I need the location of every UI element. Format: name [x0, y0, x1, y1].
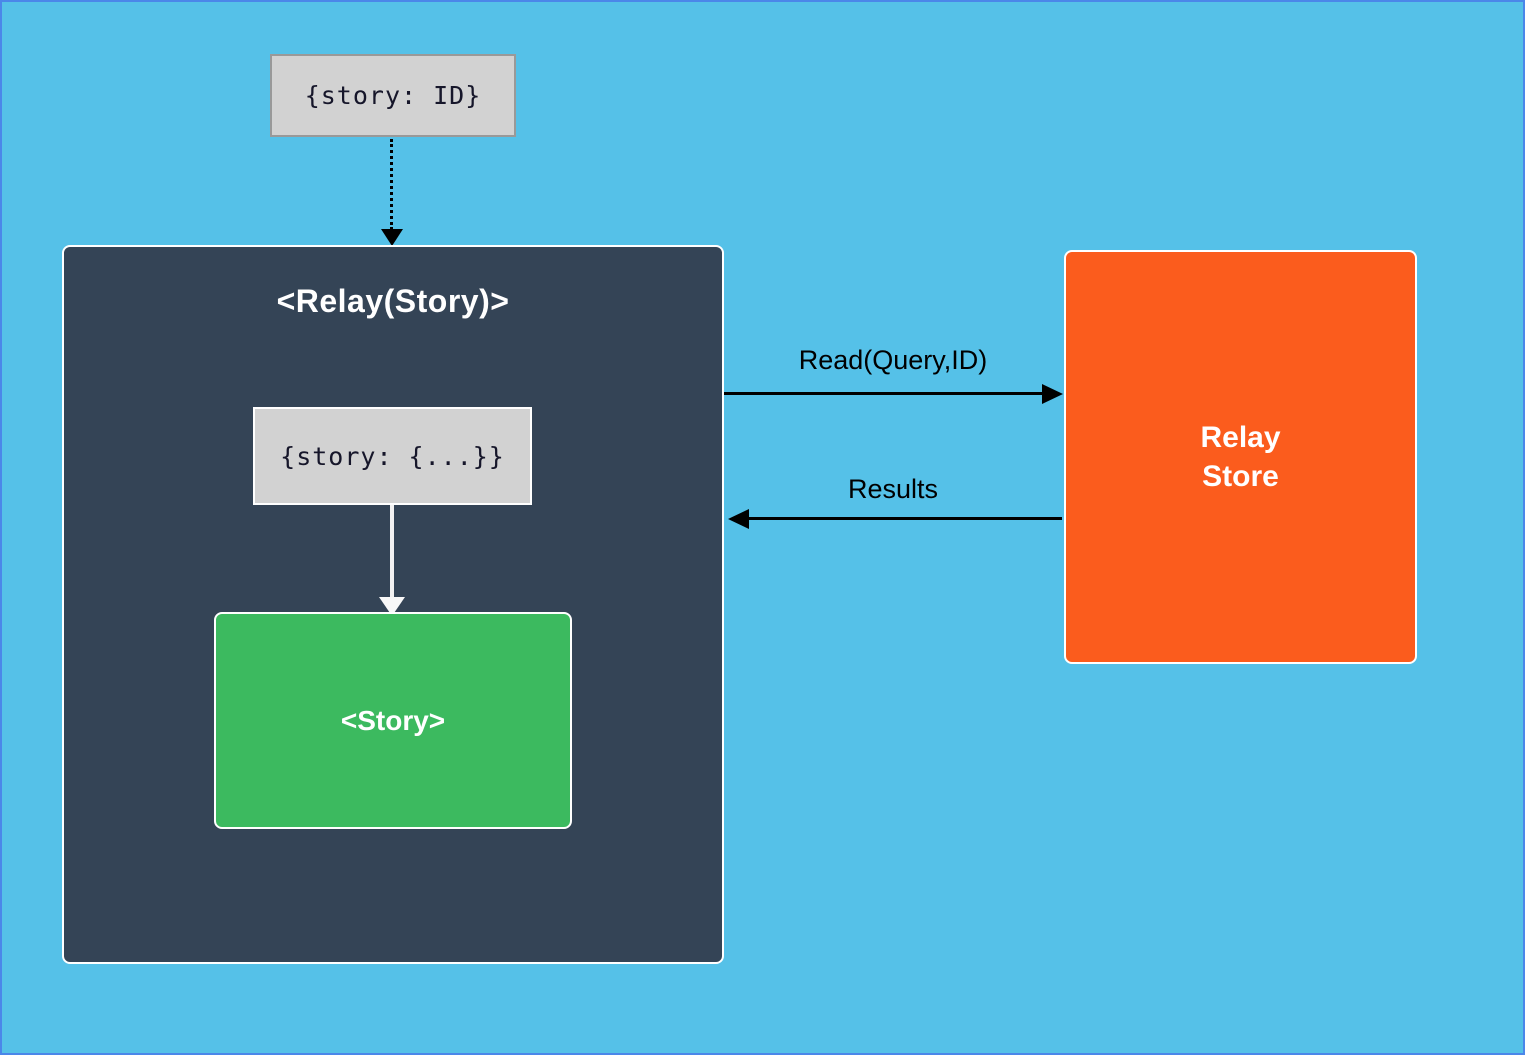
results-arrow-label: Results: [847, 474, 939, 504]
props-to-relay-arrowhead-icon: [381, 229, 403, 246]
relay-store-label: Relay Store: [1200, 418, 1280, 496]
relay-store-box: Relay Store: [1064, 250, 1417, 664]
story-component-label: <Story>: [340, 704, 446, 736]
props-input-label: {story: ID}: [304, 81, 482, 110]
props-input-box: {story: ID}: [270, 54, 516, 137]
read-arrowhead-icon: [1042, 384, 1063, 404]
results-arrowhead-icon: [728, 509, 749, 529]
query-to-story-arrow-line: [390, 505, 394, 598]
props-to-relay-arrow-line: [390, 139, 393, 230]
read-arrow-label: Read(Query,ID): [798, 345, 988, 375]
relay-store-label-line2: Store: [1202, 460, 1279, 493]
relay-component-title: <Relay(Story)>: [276, 283, 510, 319]
query-result-label: {story: {...}}: [280, 441, 505, 471]
query-result-box: {story: {...}}: [253, 407, 532, 505]
relay-store-label-line1: Relay: [1200, 421, 1281, 454]
relay-component-box: <Relay(Story)> {story: {...}} <Story>: [62, 245, 724, 964]
query-to-story-arrowhead-icon: [379, 597, 405, 616]
story-component-box: <Story>: [214, 612, 572, 829]
results-arrow-line: [748, 517, 1062, 520]
read-arrow-line: [724, 392, 1043, 395]
